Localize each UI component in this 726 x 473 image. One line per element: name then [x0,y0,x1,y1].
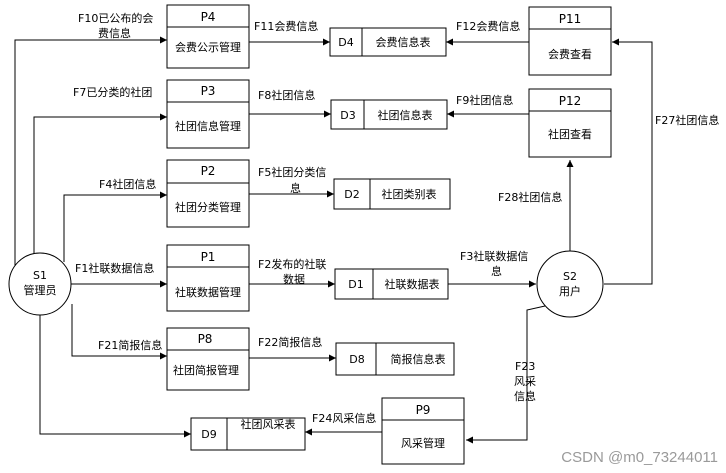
process-p11: P11 会费查看 [528,6,612,76]
flow-line-f21 [71,304,167,360]
store-d3-id: D3 [340,109,355,122]
flow-label-f21: F21简报信息 [98,338,162,352]
flow-label-f4: F4社团信息 [99,177,156,191]
entity-s2-name: 用户 [559,284,581,298]
process-p1-id: P1 [201,250,216,264]
flow-label-f2-line2: 数据 [283,272,305,286]
process-p1-name: 社联数据管理 [175,285,241,299]
process-p9-name: 风采管理 [401,436,445,450]
store-d8-name: 简报信息表 [391,352,446,366]
process-p4-name: 会费公示管理 [175,40,241,54]
store-d3-name: 社团信息表 [378,108,433,122]
flow-label-f11: F11会费信息 [254,19,318,33]
store-d1-id: D1 [348,278,363,291]
process-p3-id: P3 [201,84,216,98]
flow-line-f23 [466,305,546,444]
flow-labels: F10已公布的会 费信息 F11会费信息 F12会费信息 F7已分类的社团 F8… [73,11,719,425]
store-d9-name: 社团风采表 [241,417,296,431]
flow-label-f10-line2: 费信息 [98,26,131,40]
flow-label-f23-line2: 风采 [514,375,536,388]
flow-label-f10-line1: F10已公布的会 [78,11,153,25]
process-p12-name: 社团查看 [548,127,592,141]
process-p4: P4 会费公示管理 [166,4,250,69]
flow-line-f10 [14,36,167,276]
flow-label-f24: F24风采信息 [312,411,376,425]
entity-s2-id: S2 [563,270,577,283]
process-p12-id: P12 [559,94,582,108]
flow-label-f5-line2: 息 [290,181,301,195]
flow-label-f12: F12会费信息 [456,19,520,33]
process-p3: P3 社团信息管理 [166,79,250,149]
flow-label-f3-line1: F3社联数据信 [460,249,528,263]
process-p2-name: 社团分类管理 [175,200,241,214]
store-d1-name: 社联数据表 [385,277,440,291]
flow-label-f23-line3: 信息 [514,389,536,403]
store-d9-id: D9 [201,428,216,441]
process-p12: P12 社团查看 [528,88,612,158]
store-d2-id: D2 [344,188,359,201]
flow-label-f2-line1: F2发布的社联 [258,257,326,271]
flow-line-s1-d9 [39,310,191,438]
store-d4: D4 会费信息表 [329,27,447,57]
store-d8-id: D8 [349,353,364,366]
store-d8: D8 简报信息表 [335,342,455,376]
store-d2-name: 社团类别表 [382,187,437,201]
flow-label-f3-line2: 息 [491,264,502,278]
process-p2-id: P2 [201,164,216,178]
store-d3: D3 社团信息表 [330,99,448,130]
entity-s1-name: 管理员 [24,283,57,297]
flow-label-f27: F27社团信息 [655,113,719,127]
flow-lines [14,36,653,444]
flow-label-f22: F22简报信息 [258,335,322,349]
process-p1: P1 社联数据管理 [166,244,250,312]
flow-label-f28: F28社团信息 [498,190,562,204]
process-p9-id: P9 [416,403,431,417]
entity-s1: S1 管理员 [8,252,72,316]
flow-label-f23-line1: F23 [515,360,535,373]
flow-label-f7: F7已分类的社团 [73,85,152,99]
store-d1: D1 社联数据表 [334,268,449,300]
process-p9: P9 风采管理 [381,397,465,465]
flow-line-f27 [604,38,653,285]
flow-label-f8: F8社团信息 [258,88,315,102]
process-p8: P8 社团简报管理 [166,327,250,391]
flow-label-f5-line1: F5社团分类信 [258,165,326,179]
store-d2: D2 社团类别表 [333,178,451,210]
store-d4-id: D4 [338,36,353,49]
process-p4-id: P4 [201,10,216,24]
entity-s1-id: S1 [33,269,47,282]
process-p11-id: P11 [559,12,582,26]
process-p11-name: 会费查看 [548,47,592,61]
process-p3-name: 社团信息管理 [175,119,241,133]
watermark: CSDN @m0_73244011 [561,449,718,466]
process-p2: P2 社团分类管理 [166,159,250,228]
flow-label-f9: F9社团信息 [456,93,513,107]
flow-line-f4 [63,191,167,262]
store-d4-name: 会费信息表 [376,35,431,49]
process-p8-id: P8 [198,332,213,346]
entity-s2: S2 用户 [536,250,604,318]
flow-line-f7 [33,113,167,262]
process-p8-name: 社团简报管理 [173,363,239,377]
store-d9: D9 社团风采表 [190,417,306,451]
flow-label-f1: F1社联数据信息 [75,261,154,275]
